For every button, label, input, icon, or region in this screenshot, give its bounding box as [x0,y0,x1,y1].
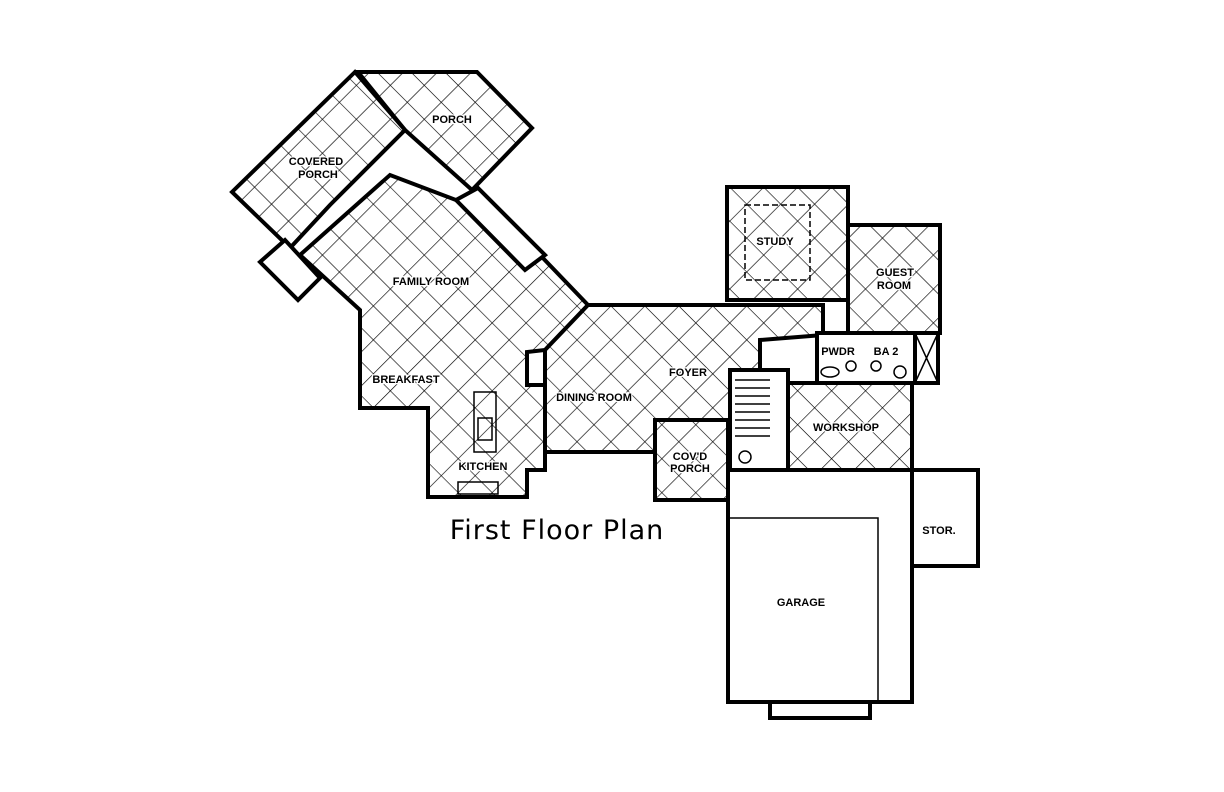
plan-title: First Floor Plan [450,515,665,546]
label-kitchen: KITCHEN [459,461,508,473]
workshop-area [786,381,914,472]
label-covered-porch-1: COVERED [289,156,343,168]
study-ceiling-outline [744,204,811,281]
label-guest-room-1: GUEST [876,267,914,279]
label-stor: STOR. [922,525,955,537]
label-covd-porch-1: COV'D [673,451,707,463]
kitchen-island [457,391,499,495]
guest-room-area [846,223,942,335]
label-pwdr: PWDR [821,346,855,358]
label-porch: PORCH [432,114,472,126]
stair-treads [735,379,770,464]
label-workshop: WORKSHOP [813,422,879,434]
label-covd-porch-2: PORCH [670,463,710,475]
label-covered-porch-2: PORCH [298,169,338,181]
label-foyer: FOYER [669,367,707,379]
label-family-room: FAMILY ROOM [393,276,469,288]
storage-area [910,468,980,568]
label-garage: GARAGE [777,597,825,609]
fireplace [452,185,549,273]
label-study: STUDY [756,236,794,248]
label-dining-room: DINING ROOM [556,392,632,404]
bath-fixtures [820,360,907,379]
bath-area [815,331,917,385]
label-ba2: BA 2 [874,346,899,358]
label-guest-room-2: ROOM [877,280,911,292]
label-breakfast: BREAKFAST [372,374,440,386]
covd-porch-area [653,418,730,502]
garage-area [726,468,914,704]
covered-porch-area [229,69,408,251]
exterior-steps [257,237,323,303]
garage-door [768,700,872,720]
